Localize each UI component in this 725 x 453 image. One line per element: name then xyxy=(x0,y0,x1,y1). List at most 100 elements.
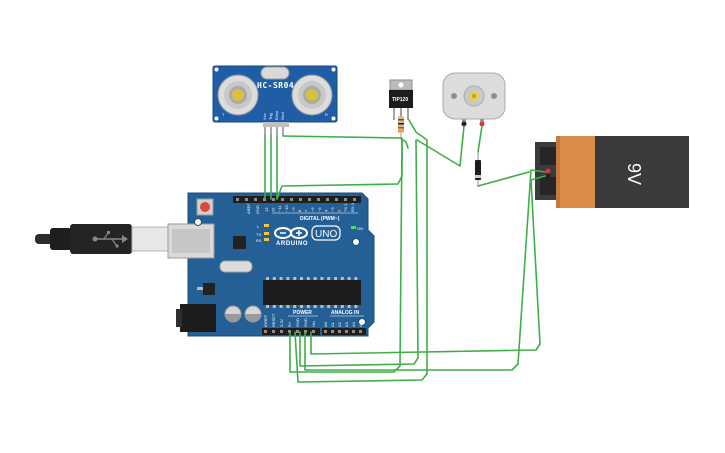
sensor-pin-label: Vcc xyxy=(262,113,267,120)
digital-pin-label: 13 xyxy=(264,207,269,212)
digital-pin-label: ~10 xyxy=(284,204,289,212)
header-pin[interactable] xyxy=(326,198,329,201)
svg-text:R: R xyxy=(325,112,328,117)
svg-text:UNO: UNO xyxy=(315,229,337,240)
wire[interactable] xyxy=(416,125,465,167)
digital-pin-label: ~5 xyxy=(317,207,322,212)
wire[interactable] xyxy=(310,175,546,355)
header-pin[interactable] xyxy=(272,198,275,201)
sensor-pin-label: Gnd xyxy=(280,112,285,120)
led-rx: RX xyxy=(256,238,269,243)
sensor-pin-label: Trig xyxy=(268,113,273,120)
wire[interactable] xyxy=(276,137,403,200)
regulator xyxy=(203,283,215,295)
battery-9v[interactable]: 9V xyxy=(535,136,689,208)
wire[interactable] xyxy=(282,135,409,149)
header-pin[interactable] xyxy=(281,198,284,201)
arduino-logo: ARDUINO xyxy=(274,227,308,247)
wires[interactable] xyxy=(264,119,546,383)
analog-pin-label: A5 xyxy=(358,321,363,327)
battery-label: 9V xyxy=(624,163,644,185)
wire[interactable] xyxy=(299,139,419,367)
wire[interactable] xyxy=(294,119,428,383)
dc-motor[interactable] xyxy=(442,72,506,127)
wire[interactable] xyxy=(477,125,483,153)
header-pin[interactable] xyxy=(335,198,338,201)
power-pin-label: RESET xyxy=(271,313,276,327)
transmitter-transducer xyxy=(217,74,259,116)
wire[interactable] xyxy=(304,169,546,371)
digital-pin-label: 4 xyxy=(323,209,328,212)
header-pin[interactable] xyxy=(272,330,275,333)
header-pin[interactable] xyxy=(344,198,347,201)
digital-pin-label: TX 1 xyxy=(343,203,348,212)
digital-pin-header[interactable] xyxy=(233,196,361,203)
header-pin[interactable] xyxy=(345,330,348,333)
header-pin[interactable] xyxy=(299,198,302,201)
digital-pin-label: RX 0 xyxy=(350,202,355,212)
svg-text:L: L xyxy=(257,224,260,229)
header-pin[interactable] xyxy=(317,198,320,201)
header-pin[interactable] xyxy=(254,198,257,201)
wire[interactable] xyxy=(289,139,403,373)
atmega-chip xyxy=(263,277,361,308)
power-pin-label: 5V xyxy=(287,322,292,327)
usb-controller-chip xyxy=(233,236,246,249)
reset-button[interactable] xyxy=(196,198,214,216)
digital-pin-label: 8 xyxy=(297,209,302,212)
resistor[interactable] xyxy=(398,112,404,138)
header-pin[interactable] xyxy=(308,198,311,201)
power-header-label: POWER xyxy=(293,310,312,316)
motor-shaft-icon xyxy=(469,91,479,101)
aref-label: AREF xyxy=(246,203,251,214)
header-pin[interactable] xyxy=(264,330,267,333)
usb-cable[interactable] xyxy=(35,224,169,254)
sensor-model-label: HC-SR04 xyxy=(257,81,294,90)
diode[interactable] xyxy=(475,152,481,186)
svg-text:TX: TX xyxy=(256,232,261,237)
power-pin-label: GND xyxy=(295,318,300,327)
svg-text:T: T xyxy=(222,112,225,117)
digital-pin-label: 2 xyxy=(337,209,342,212)
header-pin[interactable] xyxy=(352,330,355,333)
capacitor xyxy=(224,305,242,323)
power-pin-label: IOREF xyxy=(263,314,268,327)
header-pin[interactable] xyxy=(245,198,248,201)
header-pin[interactable] xyxy=(338,330,341,333)
header-pin[interactable] xyxy=(359,330,362,333)
header-pin[interactable] xyxy=(236,198,239,201)
digital-pin-label: 12 xyxy=(271,207,276,212)
header-pin[interactable] xyxy=(280,330,283,333)
uno-badge: UNO xyxy=(311,225,341,241)
led-on: ON xyxy=(351,226,363,231)
wire[interactable] xyxy=(477,171,530,187)
arduino-brand: ARDUINO xyxy=(276,241,308,247)
header-pin[interactable] xyxy=(324,330,327,333)
digital-pin-label: ~6 xyxy=(310,207,315,212)
header-pin[interactable] xyxy=(353,198,356,201)
header-pin[interactable] xyxy=(296,330,299,333)
digital-pin-label: 7 xyxy=(304,209,309,212)
tip120-transistor[interactable]: TIP120 xyxy=(389,79,413,120)
analog-pin-label: A3 xyxy=(344,321,349,327)
capacitor xyxy=(244,305,262,323)
header-pin[interactable] xyxy=(312,330,315,333)
analog-pin-header[interactable] xyxy=(322,328,366,335)
power-pin-label: Vin xyxy=(311,321,316,327)
analog-header-label: ANALOG IN xyxy=(331,310,359,316)
power-pin-label: GND xyxy=(303,318,308,327)
led-l: L xyxy=(257,224,269,229)
analog-pin-label: A0 xyxy=(323,321,328,327)
sensor-pins[interactable] xyxy=(263,122,289,136)
receiver-transducer xyxy=(291,74,333,116)
digital-header-label: DIGITAL (PWM~) xyxy=(300,216,340,222)
header-pin[interactable] xyxy=(331,330,334,333)
header-pin[interactable] xyxy=(290,198,293,201)
led-tx: TX xyxy=(256,232,269,237)
